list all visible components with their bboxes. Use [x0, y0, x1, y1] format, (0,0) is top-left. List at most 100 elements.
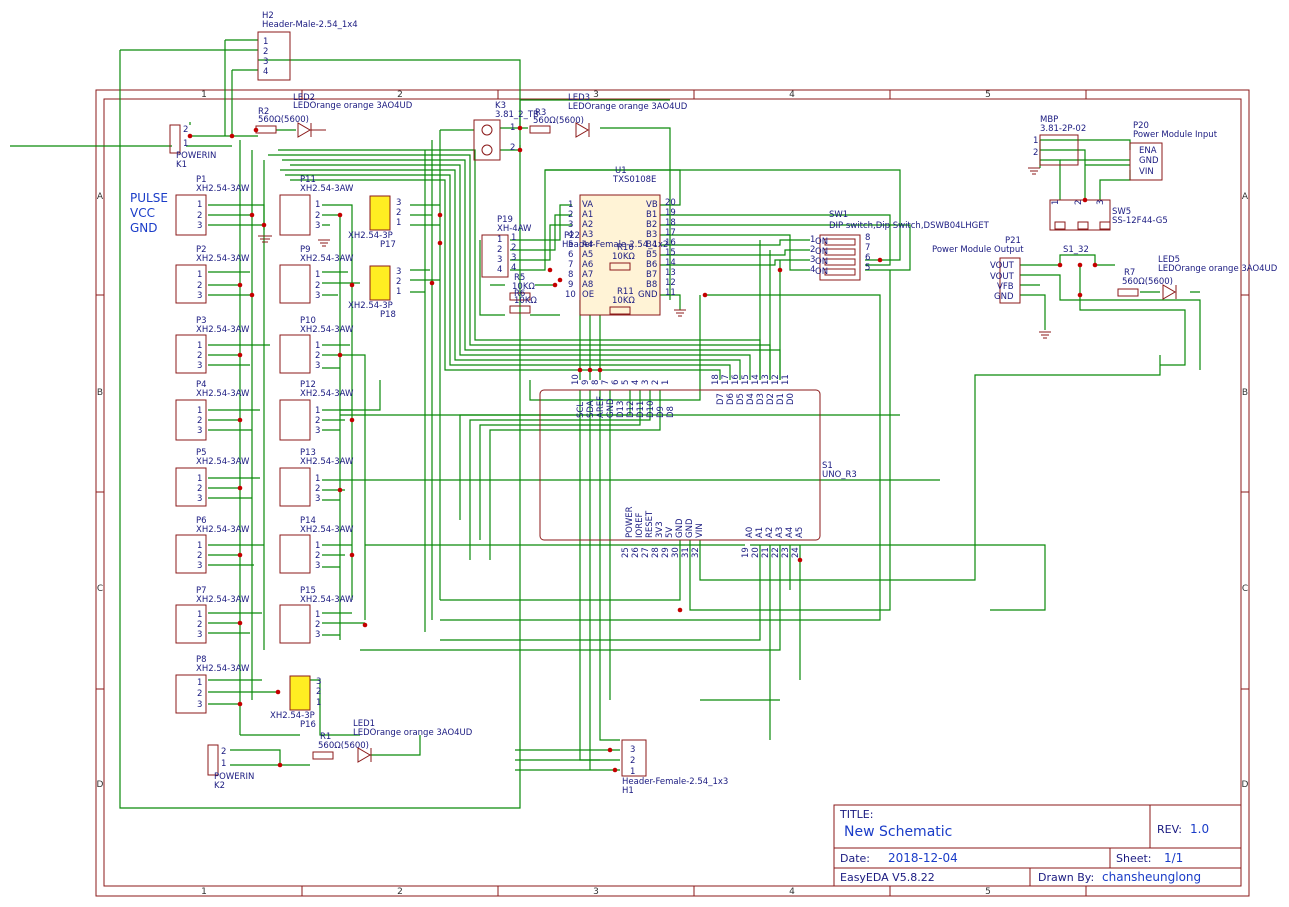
- u1-pin-11: 11: [665, 288, 676, 298]
- s1-aref: AREF: [596, 396, 606, 418]
- u1-pin-vb: VB: [646, 200, 658, 210]
- xh-connector-p5[interactable]: P5 XH2.54-3AW 1 2 3: [175, 448, 250, 507]
- p21-power-output[interactable]: P21 Power Module Output VOUT VOUT VFB GN…: [932, 236, 1024, 304]
- s1-uno-r3[interactable]: S1 UNO_R3 10 9 8 7 6 5 4 3 2 1 SCL SDA A…: [539, 374, 857, 558]
- r7-resistor[interactable]: R7 560Ω(5600): [1117, 268, 1173, 297]
- p3-pin-2: 2: [197, 351, 202, 361]
- h1-pin-2: 2: [630, 756, 635, 766]
- p20-pin-gnd: GND: [1139, 156, 1159, 166]
- r2-value: 560Ω(5600): [258, 115, 309, 125]
- date-label: Date:: [840, 852, 870, 865]
- grid-row-d: D: [97, 780, 104, 790]
- p5-pin-1: 1: [197, 474, 202, 484]
- p11-pin-1: 1: [315, 200, 320, 210]
- grid-row-b: B: [97, 388, 103, 398]
- jumper-p16[interactable]: 3 2 1 XH2.54-3P P16: [270, 675, 321, 730]
- r5-resistor[interactable]: R5 10KΩ: [509, 273, 535, 301]
- u1-value: TXS0108E: [612, 175, 656, 185]
- r10-resistor[interactable]: R10 10KΩ: [609, 243, 635, 271]
- p20-pin-ena: ENA: [1139, 146, 1157, 156]
- k1-pin-1: 1: [183, 139, 188, 149]
- p20-power-input[interactable]: P20 Power Module Input ENA GND VIN: [1129, 121, 1218, 181]
- s1-d12: D12: [626, 401, 636, 418]
- p21-pin-vout-2: VOUT: [990, 272, 1015, 282]
- p3-value: XH2.54-3AW: [196, 325, 250, 335]
- xh-connector-p1[interactable]: P1 XH2.54-3AW 1 2 3: [175, 175, 250, 236]
- h1-header[interactable]: 3 2 1 Header-Female-2.54_1x3 H1: [621, 739, 728, 796]
- led1[interactable]: LED1 LEDOrange orange 3AO4UD: [353, 719, 473, 763]
- xh-connector-p10[interactable]: P10 XH2.54-3AW 1 2 3: [279, 316, 354, 374]
- p17-ref: P17: [380, 240, 396, 250]
- h2-pin-2: 2: [263, 47, 268, 57]
- h2-pin-3: 3: [263, 57, 268, 67]
- u1-pin-16: 16: [665, 238, 676, 248]
- r1-resistor[interactable]: R1 560Ω(5600): [312, 732, 369, 760]
- grid-col-5-bottom: 5: [985, 887, 991, 897]
- led5[interactable]: LED5 LEDOrange orange 3AO4UD: [1158, 255, 1278, 300]
- led3-value: LEDOrange orange 3AO4UD: [568, 102, 688, 112]
- xh-connector-p2[interactable]: P2 XH2.54-3AW 1 2 3: [175, 245, 250, 304]
- p12-ref: P12: [300, 380, 316, 390]
- r6-resistor[interactable]: R6 10KΩ: [509, 289, 537, 314]
- grid-col-4-bottom: 4: [789, 887, 795, 897]
- h2-header[interactable]: H2 Header-Male-2.54_1x4 1 2 3 4: [257, 11, 358, 81]
- xh-connector-p3[interactable]: P3 XH2.54-3AW 1 2 3: [175, 316, 250, 374]
- sw1-dip-switch[interactable]: SW1 DIP switch,Dip Switch,DSWB04LHGET 1 …: [810, 210, 990, 281]
- p19-pin-2-out: 2: [511, 243, 516, 253]
- jumper-p18[interactable]: 3 2 1 XH2.54-3P P18: [348, 265, 401, 320]
- sw1-pin-2: 2: [810, 245, 815, 255]
- grid-row-a: A: [97, 192, 104, 202]
- p6-pin-3: 3: [197, 561, 202, 571]
- u1-pin-18: 18: [665, 218, 676, 228]
- u1-pin-8: 8: [568, 270, 573, 280]
- xh-connector-p4[interactable]: P4 XH2.54-3AW 1 2 3: [175, 380, 250, 441]
- p16-ref: P16: [300, 720, 316, 730]
- xh-connector-p6[interactable]: P6 XH2.54-3AW 1 2 3: [175, 516, 250, 574]
- p19-connector[interactable]: P19 XH-4AW 1 2 3 4 1 2 3 4: [481, 215, 532, 278]
- p19-pin-3-out: 3: [511, 253, 516, 263]
- xh-connector-p12[interactable]: P12 XH2.54-3AW 1 2 3: [279, 380, 354, 441]
- s1-gnd-2: GND: [685, 518, 695, 538]
- s1-power: POWER: [625, 506, 635, 538]
- xh-connector-p13[interactable]: P13 XH2.54-3AW 1 2 3: [279, 448, 354, 507]
- p7-value: XH2.54-3AW: [196, 595, 250, 605]
- k3-terminal[interactable]: K3 3.81_2_TB 1 2: [473, 101, 539, 161]
- k2-powerin[interactable]: 2 1 POWERIN K2: [207, 744, 254, 791]
- mbp-terminal[interactable]: MBP 3.81-2P-02 1 2: [1033, 115, 1086, 166]
- r11-resistor[interactable]: R11 10KΩ: [609, 287, 635, 315]
- sw5-switch[interactable]: SW5 SS-12F44-G5 1 2 3: [1049, 199, 1168, 231]
- mbp-pin-2: 2: [1033, 148, 1038, 158]
- p9-value: XH2.54-3AW: [300, 254, 354, 264]
- xh-connector-p14[interactable]: P14 XH2.54-3AW 1 2 3: [279, 516, 354, 574]
- u1-pin-9: 9: [568, 280, 573, 290]
- p21-pin-gnd: GND: [994, 292, 1014, 302]
- led3[interactable]: LED3 LEDOrange orange 3AO4UD: [568, 93, 688, 138]
- u1-txs0108e[interactable]: U1 TXS0108E 1 VA 2 A1 3 A2 4 A3 5 A4 6 A…: [565, 166, 676, 316]
- u1-pin-19: 19: [665, 208, 676, 218]
- p10-value: XH2.54-3AW: [300, 325, 354, 335]
- k2-pin-2: 2: [221, 747, 226, 757]
- p20-pin-vin: VIN: [1139, 167, 1154, 177]
- p13-value: XH2.54-3AW: [300, 457, 354, 467]
- s1-pin-28: 28: [651, 547, 661, 558]
- xh-connector-p11[interactable]: P11 XH2.54-3AW 1 2 3: [279, 175, 354, 236]
- p20-value: Power Module Input: [1133, 130, 1218, 140]
- xh-connector-p7[interactable]: P7 XH2.54-3AW 1 2 3: [175, 586, 250, 644]
- led3-ref: LED3: [568, 93, 590, 103]
- k1-powerin[interactable]: 2 1 POWERIN K1: [169, 124, 216, 170]
- p19-pin-2: 2: [497, 245, 502, 255]
- p16-pin-3: 3: [316, 677, 321, 687]
- grid-row-b-right: B: [1242, 388, 1248, 398]
- u1-pin-13: 13: [665, 268, 676, 278]
- s1-d11: D11: [636, 401, 646, 418]
- r3-resistor[interactable]: R3 560Ω(5600): [529, 108, 584, 134]
- sw5-pin-3: 3: [1096, 200, 1106, 205]
- led2[interactable]: LED2 LEDOrange orange 3AO4UD: [293, 93, 413, 138]
- xh-connector-p9[interactable]: P9 XH2.54-3AW 1 2 3: [279, 245, 354, 304]
- xh-connector-p15[interactable]: P15 XH2.54-3AW 1 2 3: [279, 586, 354, 644]
- jumper-p17[interactable]: 3 2 1 XH2.54-3P P17: [348, 195, 401, 250]
- u1-pin-12: 12: [665, 278, 676, 288]
- p5-pin-2: 2: [197, 484, 202, 494]
- xh-connector-p8[interactable]: P8 XH2.54-3AW 1 2 3: [175, 655, 250, 714]
- s1-pin-6: 6: [611, 380, 621, 385]
